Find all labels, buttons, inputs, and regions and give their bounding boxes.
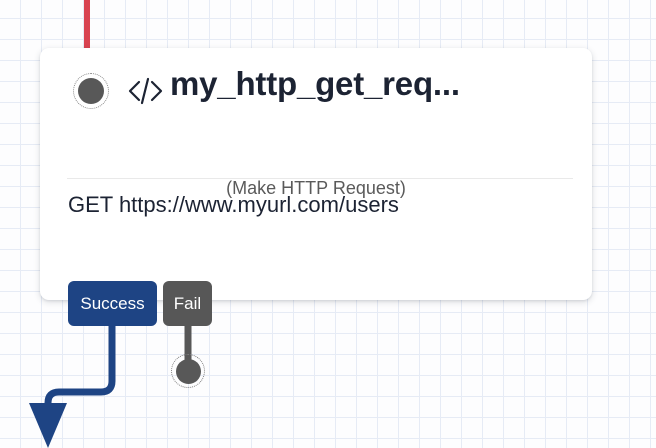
workflow-node-card[interactable]: my_http_get_req... (Make HTTP Request) G… xyxy=(40,48,592,300)
fail-edge-end-handle[interactable] xyxy=(171,354,205,388)
node-title: my_http_get_req... xyxy=(170,65,460,102)
success-edge-arrowhead xyxy=(29,403,67,448)
node-subtitle: (Make HTTP Request) xyxy=(226,178,406,198)
fail-edge-end-handle-dot xyxy=(175,358,201,384)
port-success[interactable]: Success xyxy=(68,281,157,326)
success-edge xyxy=(44,322,116,413)
input-handle-dot xyxy=(78,78,104,104)
code-icon xyxy=(125,71,165,111)
node-request-line: GET https://www.myurl.com/users xyxy=(68,192,399,217)
card-divider xyxy=(67,178,573,179)
node-header: my_http_get_req... xyxy=(40,48,592,126)
port-fail[interactable]: Fail xyxy=(163,281,212,326)
input-handle[interactable] xyxy=(73,73,109,109)
